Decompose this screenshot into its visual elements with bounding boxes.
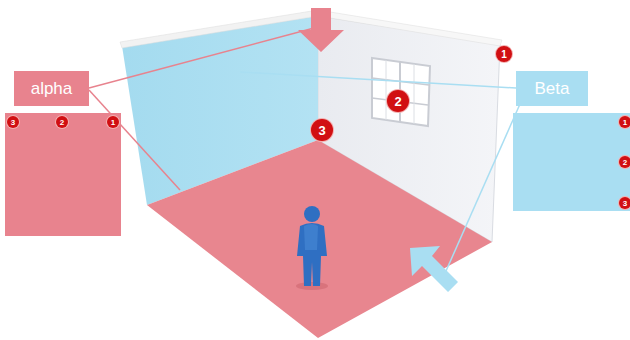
callout-number: 1: [107, 116, 119, 128]
callout-number: 2: [387, 90, 409, 112]
alpha-label-box: alpha: [14, 71, 89, 106]
up-left-arrow: [410, 246, 458, 292]
callout-number: 2: [619, 156, 630, 168]
wall-top: [318, 10, 502, 46]
callout-number: 3: [619, 197, 630, 209]
alpha-panel: [5, 113, 121, 236]
callout-number: 1: [619, 116, 630, 128]
window: [372, 58, 430, 126]
label-text: alpha: [31, 79, 73, 99]
label-text: Beta: [535, 79, 570, 99]
leader-line: [89, 28, 314, 88]
callout-number: 3: [7, 116, 19, 128]
leader-line: [442, 104, 520, 280]
wall-top: [120, 10, 318, 48]
down-arrow: [298, 8, 344, 52]
callout-number: 3: [311, 119, 333, 141]
callout-number: 2: [56, 116, 68, 128]
beta-panel: [513, 113, 630, 211]
callout-number: 1: [496, 46, 512, 62]
person-figure: [296, 206, 328, 290]
leader-line: [240, 72, 516, 88]
beta-label-box: Beta: [516, 71, 588, 106]
floor: [147, 140, 492, 338]
